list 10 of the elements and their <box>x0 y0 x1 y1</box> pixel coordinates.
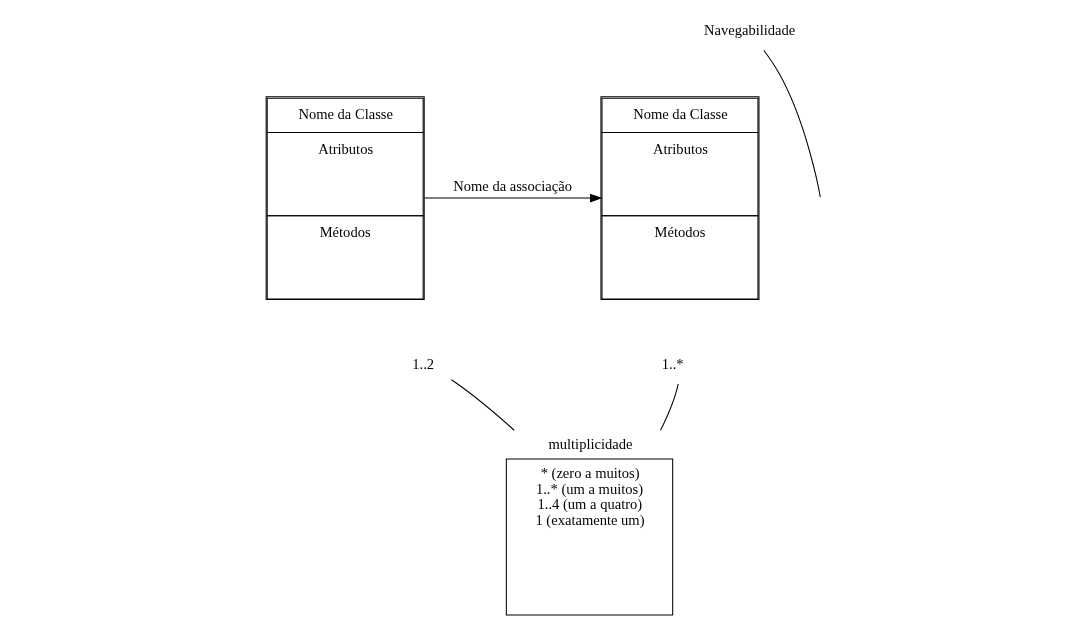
arrow <box>423 193 602 203</box>
node-text: 1..2 <box>411 355 434 372</box>
node-label: multiplicidade <box>547 435 632 452</box>
connector <box>659 383 679 431</box>
node-text: Navegabilidade <box>703 22 795 39</box>
node-text: 1..* <box>661 355 684 372</box>
edge-label: Nome da associação <box>452 178 572 195</box>
connector <box>762 49 821 198</box>
connector <box>450 379 515 431</box>
node-box: * (zero a muitos) 1..* (um a muitos) 1..4 (um a quatro) 1 (exatamente um) <box>505 458 673 616</box>
